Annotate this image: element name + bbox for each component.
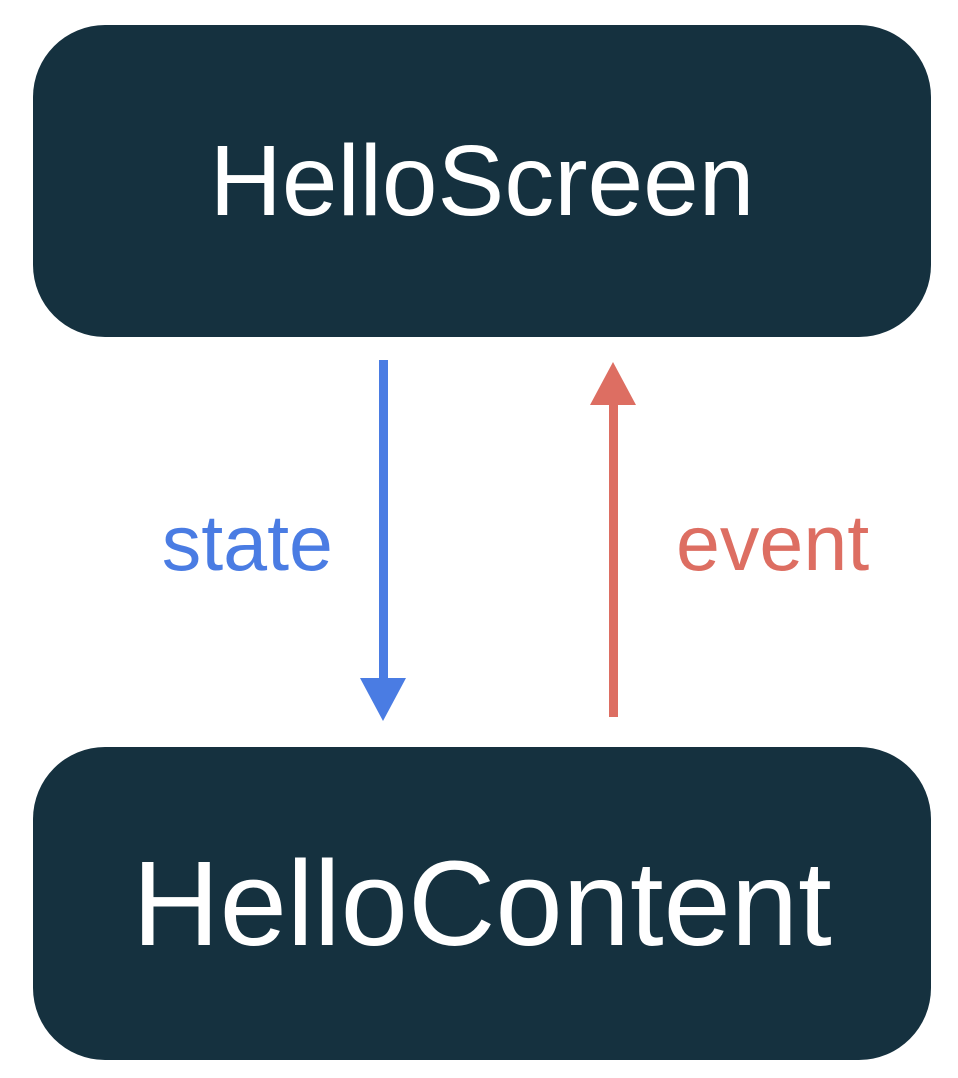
state-arrowhead-icon [360,678,406,721]
helloscreen-box: HelloScreen [33,25,931,337]
event-arrowhead-icon [590,362,636,405]
event-arrow-shaft [609,404,618,717]
event-edge-label: event [676,498,870,587]
hellocontent-box-label: HelloContent [132,835,832,971]
helloscreen-box-label: HelloScreen [209,125,755,237]
state-edge-label: state [161,498,333,587]
state-arrow-shaft [379,360,388,680]
hellocontent-box: HelloContent [33,747,931,1060]
